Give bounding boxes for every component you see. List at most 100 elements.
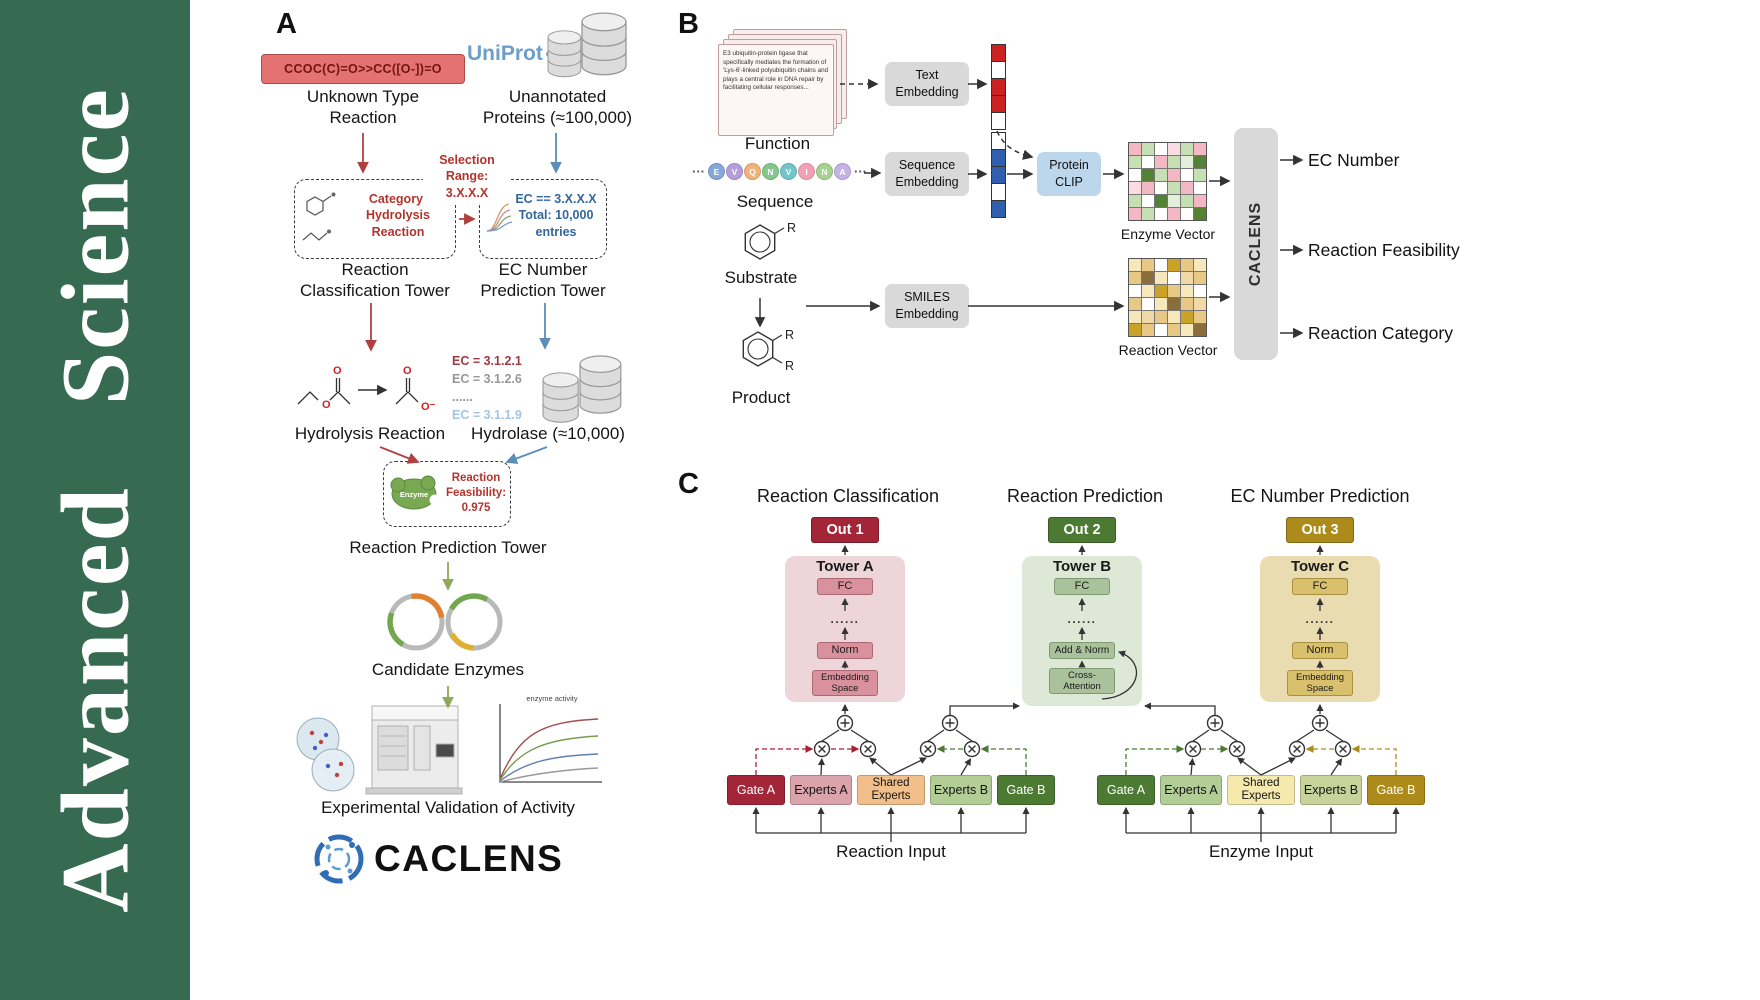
ec-candidate: ...... — [452, 390, 473, 405]
vector-cell — [1142, 311, 1154, 323]
vector-cell — [1194, 182, 1206, 194]
sum-node-icon — [1311, 714, 1329, 732]
vector-cell — [1155, 311, 1167, 323]
vector-cell — [1129, 169, 1141, 181]
vector-cell — [1181, 182, 1193, 194]
ec-range-text: EC == 3.X.X.X Total: 10,000 entries — [515, 192, 597, 239]
product-node-icon — [1288, 740, 1306, 758]
ec-candidate: EC = 3.1.2.1 — [452, 354, 522, 368]
product-node-icon — [919, 740, 937, 758]
uniprot-logo-dot — [545, 51, 552, 57]
vector-cell — [1168, 311, 1180, 323]
vector-cell — [1194, 298, 1206, 310]
vector-cell — [1181, 156, 1193, 168]
uniprot-database-icons — [547, 12, 627, 78]
product-node-icon — [813, 740, 831, 758]
acetate-structure: O O⁻ — [395, 365, 436, 413]
r-group-label: R — [785, 328, 794, 342]
vector-cell — [1168, 156, 1180, 168]
validation-label: Experimental Validation of Activity — [321, 798, 575, 817]
vector-cell — [1194, 285, 1206, 297]
vector-cell — [1155, 324, 1167, 336]
vector-cell — [1168, 324, 1180, 336]
smiles-reaction-chip: CCOC(C)=O>>CC([O-])=O — [261, 54, 465, 84]
vector-cell — [1181, 324, 1193, 336]
tower-a-norm: Norm — [817, 642, 873, 659]
vector-cell — [1168, 182, 1180, 194]
feasibility-text: Reaction Feasibility: 0.975 — [445, 472, 507, 514]
vector-cell — [1129, 298, 1141, 310]
activity-plot: enzyme activity — [499, 694, 602, 783]
sequence-embedding-vector — [991, 132, 1006, 218]
reaction-category-box — [294, 179, 456, 259]
vector-cell — [1155, 272, 1167, 284]
vector-cell — [1155, 143, 1167, 155]
embedding-cell — [992, 150, 1005, 166]
ec-range-box — [479, 179, 607, 259]
ec-candidate: EC = 3.1.2.6 — [452, 372, 522, 387]
vector-cell — [1129, 143, 1141, 155]
vector-cell — [1129, 311, 1141, 323]
tower-a-title: Tower A — [816, 558, 874, 575]
vector-cell — [1129, 272, 1141, 284]
sum-node-icon — [941, 714, 959, 732]
vector-cell — [1155, 285, 1167, 297]
oxygen-atom-label: O — [403, 365, 412, 377]
oxygen-atom-label: O — [322, 399, 331, 411]
vector-cell — [1194, 311, 1206, 323]
vector-cell — [1168, 272, 1180, 284]
vector-cell — [1155, 298, 1167, 310]
enzyme-vector-grid — [1128, 142, 1207, 221]
sequence-embedding-box: Sequence Embedding — [885, 152, 969, 196]
selection-range-label: Selection Range: 3.X.X.X — [423, 150, 511, 203]
tower-b-dots: ...... — [1067, 612, 1097, 626]
vector-cell — [1142, 272, 1154, 284]
product-node-icon — [1184, 740, 1202, 758]
vector-cell — [1142, 182, 1154, 194]
panel-a-label: A — [276, 8, 297, 40]
sequence-ellipsis: ··· — [854, 164, 867, 179]
unknown-reaction-label: Unknown Type Reaction — [306, 87, 420, 127]
product-label: Product — [731, 388, 791, 407]
smiles-embedding-box: SMILES Embedding — [885, 284, 969, 328]
shared-experts-enzyme: Shared Experts — [1227, 775, 1295, 805]
gate-b-reaction-weights — [980, 745, 1027, 775]
tower-c-embedding: Embedding Space — [1287, 670, 1353, 696]
vector-cell — [1181, 143, 1193, 155]
embedding-cell — [992, 113, 1005, 129]
vector-cell — [1142, 143, 1154, 155]
caclens-model-label: CACLENS — [1247, 201, 1264, 287]
vector-cell — [1155, 208, 1167, 220]
vector-cell — [1194, 324, 1206, 336]
column-title-reaction-prediction: Reaction Prediction — [1006, 486, 1164, 506]
output-reaction-category: Reaction Category — [1308, 323, 1453, 343]
vector-cell — [1181, 272, 1193, 284]
embedding-cell — [992, 79, 1005, 95]
tower-c-norm: Norm — [1292, 642, 1348, 659]
uniprot-logo: UniProt — [467, 42, 559, 66]
gate-b-enzyme: Gate B — [1367, 775, 1425, 805]
reaction-prediction-tower-label: Reaction Prediction Tower — [349, 538, 547, 557]
gate-a-reaction-weights — [755, 745, 814, 775]
vector-cell — [1181, 208, 1193, 220]
hplc-instrument-icon — [365, 705, 463, 795]
tower-b-title: Tower B — [1052, 558, 1112, 575]
vector-cell — [1168, 208, 1180, 220]
embedding-cell — [992, 62, 1005, 78]
vector-cell — [1129, 156, 1141, 168]
enzyme-input-label: Enzyme Input — [1209, 842, 1313, 861]
function-card-text: E3 ubiquitin-protein ligase that specifi… — [718, 44, 834, 136]
residue-token: I — [798, 163, 815, 180]
vector-cell — [1168, 143, 1180, 155]
caclens-logo-icon — [313, 833, 365, 885]
hydrolase-label: Hydrolase (≈10,000) — [471, 424, 625, 443]
tower-b-add-norm: Add & Norm — [1049, 642, 1115, 659]
ec-candidates-list: EC = 3.1.2.1 EC = 3.1.2.6 ...... EC = 3.… — [452, 352, 540, 425]
residue-token: V — [780, 163, 797, 180]
vector-cell — [1155, 156, 1167, 168]
vector-cell — [1155, 259, 1167, 271]
r-group-label: R — [785, 359, 794, 373]
petri-dish-icons — [296, 717, 355, 792]
